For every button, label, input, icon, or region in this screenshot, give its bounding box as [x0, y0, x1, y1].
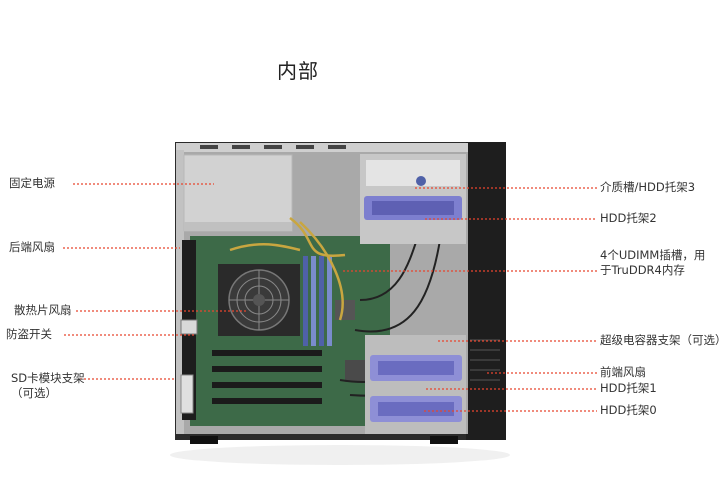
left-rail — [176, 150, 184, 434]
label-sd-module-optional: （可选） — [11, 386, 57, 400]
label-rear-fan: 后端风扇 — [9, 240, 55, 254]
leader-lines — [63, 183, 597, 412]
intrusion-switch-part — [180, 319, 198, 335]
chassis-foot — [190, 436, 218, 444]
page-title: 内部 — [277, 59, 319, 83]
label-hdd-bay-1: HDD托架1 — [600, 381, 657, 395]
power-cables — [229, 216, 346, 321]
label-intrusion-switch: 防盗开关 — [6, 327, 52, 341]
sd-module-part — [180, 374, 194, 414]
power-supply — [183, 154, 293, 232]
label-front-fan: 前端风扇 — [600, 365, 646, 379]
top-rail — [176, 143, 468, 152]
label-media-bay: 介质槽/HDD托架3 — [600, 180, 696, 194]
optical-bay — [366, 160, 460, 186]
dimm-slots — [303, 256, 332, 346]
front-fan-grille — [470, 339, 500, 381]
label-udimm-line1: 4个UDIMM插槽，用 — [600, 248, 706, 262]
pcie-slots — [212, 350, 322, 404]
floor-shadow — [170, 445, 510, 465]
label-supercap: 超级电容器支架（可选） — [600, 333, 725, 347]
label-hdd-bay-2: HDD托架2 — [600, 211, 657, 225]
label-heatsink-fan: 散热片风扇 — [14, 303, 72, 317]
chipset — [335, 300, 355, 320]
front-bezel — [466, 142, 506, 440]
chassis-foot — [430, 436, 458, 444]
bay-release-button — [416, 176, 426, 186]
label-hdd-bay-0: HDD托架0 — [600, 403, 657, 417]
label-sd-module: SD卡模块支架 — [11, 371, 85, 385]
top-rail-slots — [200, 145, 346, 149]
label-fixed-psu: 固定电源 — [9, 176, 55, 190]
label-udimm-line2: 于TruDDR4内存 — [600, 263, 685, 277]
